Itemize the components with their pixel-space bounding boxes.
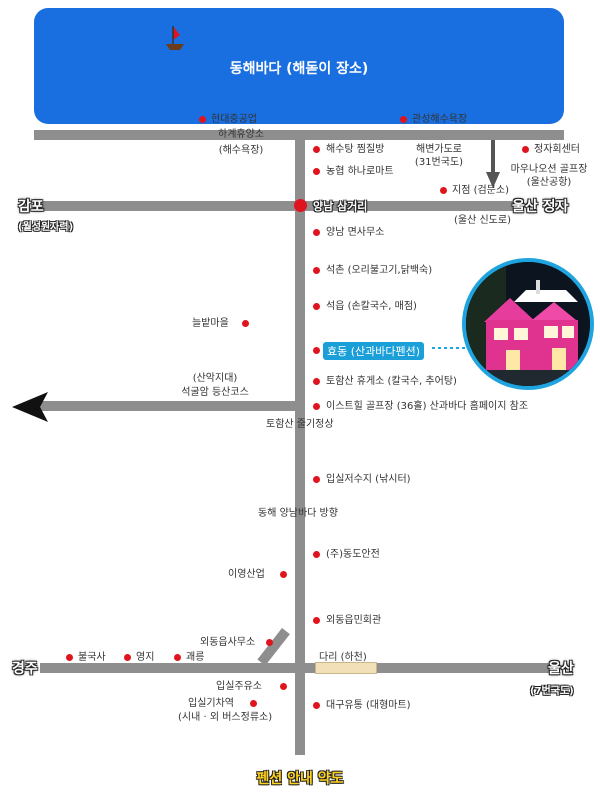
marker-oedong-hall [313, 617, 320, 624]
label-branch: 지점 (검문소) [452, 185, 509, 196]
marker-hyundai [199, 116, 206, 123]
label-daegu: 대구유통 (대형마트) [326, 700, 411, 711]
label-yeongji: 영지 [136, 652, 155, 663]
label-sindo: (울산 신도로) [454, 215, 511, 226]
marker-eastfield [313, 403, 320, 410]
label-coastal-road: 해변가도로 [416, 144, 462, 155]
marker-daegu [313, 702, 320, 709]
intersection-dot [294, 199, 307, 212]
marker-ipsil-gas [280, 683, 287, 690]
label-nh: 농협 하나로마트 [326, 166, 394, 177]
label-ipsil-station: 입실기차역 [188, 698, 234, 709]
city-ulsan-sub: (7번국도) [530, 686, 574, 697]
city-ulsan: 울산 [548, 661, 574, 677]
label-tohamsan-rest: 토함산 휴게소 (칼국수, 추어탕) [326, 376, 457, 387]
label-ipsil-gas: 입실주유소 [216, 681, 262, 692]
marker-iyeong [280, 571, 287, 578]
label-iyeong: 이영산업 [228, 569, 265, 580]
marker-nh [313, 168, 320, 175]
arrow-left-icon [12, 392, 48, 422]
main-north-south-road [295, 135, 305, 755]
label-pension: 효동 (산과바다펜션) [323, 342, 425, 360]
marker-office [313, 229, 320, 236]
label-seokchon: 석촌 (오리불고기,닭백숙) [326, 265, 433, 276]
marker-bulguksa [66, 654, 73, 661]
arrow-down-icon [486, 140, 500, 188]
pension-house-image [466, 262, 590, 386]
gyeongju-ulsan-road [40, 663, 550, 673]
city-gampo: 감포 [18, 199, 44, 215]
intersection-label: 양남 삼거리 [313, 200, 368, 213]
marker-jeongja-center [522, 146, 529, 153]
marker-ipsil-station [250, 700, 257, 707]
label-jeongja-center: 정자회센터 [534, 144, 580, 155]
pension-connector-line [432, 347, 468, 349]
label-marina-sub: (울산공항) [526, 177, 572, 188]
label-bath: 해수탕 찜질방 [326, 144, 385, 155]
label-eastfield: 이스트힐 골프장 (36홀) 산과바다 홈페이지 참조 [326, 401, 529, 412]
label-hyundai: 현대중공업 [211, 114, 257, 125]
label-seokeup: 석읍 (손칼국수, 매점) [326, 301, 417, 312]
label-ipsil-reservoir: 입실저수지 (낚시터) [326, 474, 411, 485]
label-rest-area: 하계휴양소 [218, 129, 264, 140]
label-rest-area-sub: (해수욕장) [218, 145, 264, 156]
label-bridge: 다리 (하천) [319, 652, 367, 663]
label-hiking: 석굴암 등산코스 [181, 387, 249, 398]
bridge [315, 662, 377, 674]
label-dongdo: (주)동도안전 [326, 549, 380, 560]
label-oedong-office: 외동읍사무소 [200, 637, 256, 648]
label-office: 양남 면사무소 [326, 227, 385, 238]
label-bulguksa: 불국사 [78, 652, 106, 663]
label-donghae-dir: 동해 양남바다 방향 [258, 508, 338, 519]
marker-branch [440, 187, 447, 194]
marker-seokchon [313, 267, 320, 274]
east-sea: 동해바다 (해돋이 장소) [34, 8, 564, 124]
pension-photo [462, 258, 594, 390]
marker-ipsil-reservoir [313, 476, 320, 483]
marker-gwaereung [174, 654, 181, 661]
marker-yeongji [124, 654, 131, 661]
label-oedong-hall: 외동읍민회관 [326, 615, 382, 626]
boat-icon [166, 26, 184, 50]
city-ulsan-jeongja: 울산 정자 [512, 199, 569, 215]
oedong-branch-road [257, 628, 290, 666]
marker-seokeup [313, 303, 320, 310]
city-gampo-sub: (월성원자력) [18, 222, 74, 233]
label-gwanseong: 관성해수욕장 [412, 114, 468, 125]
marker-oedong-office [266, 639, 273, 646]
city-gyeongju: 경주 [12, 661, 38, 677]
marker-pension [313, 347, 320, 354]
label-tohamsan-top: 토함산 줄기정상 [266, 419, 334, 430]
gampo-ulsan-road [34, 201, 524, 211]
map-title: 펜션 안내 약도 [256, 771, 344, 787]
marker-tohamsan-rest [313, 378, 320, 385]
label-forest: (산악지대) [192, 373, 238, 384]
label-marina: 마우나오션 골프장 [510, 164, 588, 175]
sea-label: 동해바다 (해돋이 장소) [229, 61, 369, 77]
label-neulbat: 늘밭마을 [192, 318, 229, 329]
marker-gwanseong [400, 116, 407, 123]
marker-dongdo [313, 551, 320, 558]
label-coastal-road-sub: (31번국도) [414, 157, 464, 168]
label-ipsil-station-sub: (시내 · 외 버스정류소) [178, 712, 273, 723]
marker-bath [313, 146, 320, 153]
seokguram-road [40, 401, 300, 411]
label-gwaereung: 괘릉 [186, 652, 205, 663]
marker-neulbat [242, 320, 249, 327]
